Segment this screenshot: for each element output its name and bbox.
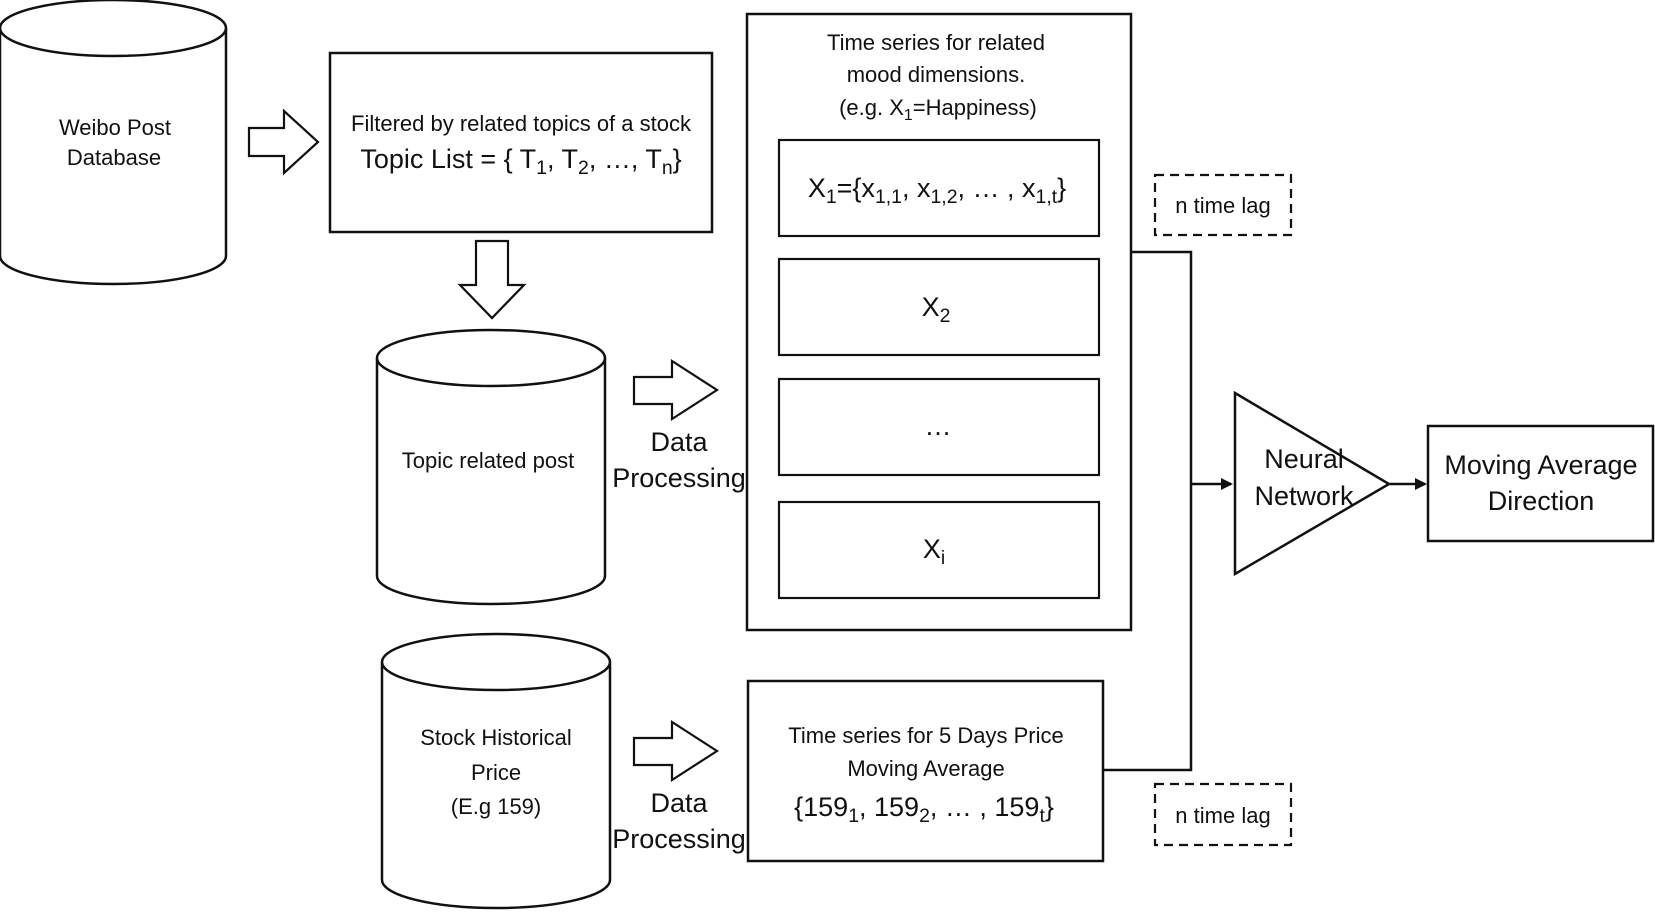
price-box-title-line2: Moving Average <box>847 756 1004 781</box>
data-processing-label-bottom-line1: Data <box>650 788 708 818</box>
neural-network-block: Neural Network <box>1233 390 1392 577</box>
data-processing-label-top-line2: Processing <box>612 463 746 493</box>
data-processing-label-bottom-line2: Processing <box>612 824 746 854</box>
topic-post-cylinder: Topic related post <box>375 328 607 606</box>
time-lag-top: n time lag <box>1153 173 1293 237</box>
topic-list-formula: Topic List = { T1, T2, …, Tn} <box>360 144 681 179</box>
stock-price-label-line2: Price <box>471 760 521 785</box>
data-processing-label-top-line1: Data <box>650 427 708 457</box>
mood-row-ellipsis <box>777 377 1101 477</box>
moving-average-direction-box: Moving Average Direction <box>1426 424 1655 543</box>
topic-post-label: Topic related post <box>402 448 574 473</box>
topic-filter-box: Filtered by related topics of a stock To… <box>328 51 714 234</box>
weibo-database-label-line2: Database <box>67 145 161 170</box>
mood-row-xi <box>777 500 1101 600</box>
mood-panel-example: (e.g. X1=Happiness) <box>839 95 1037 124</box>
hollow-arrow-down-icon <box>457 239 527 320</box>
neural-network-label-line2: Network <box>1254 481 1354 511</box>
mood-panel-title-line1: Time series for related <box>827 30 1045 55</box>
time-lag-bottom-label: n time lag <box>1175 803 1270 828</box>
output-label-line2: Direction <box>1488 486 1595 516</box>
mood-row-x1 <box>777 138 1101 238</box>
topic-filter-description: Filtered by related topics of a stock <box>351 111 692 136</box>
price-moving-average-box: Time series for 5 Days Price Moving Aver… <box>746 679 1105 863</box>
stock-price-label-line1: Stock Historical <box>420 725 572 750</box>
mood-row-x2 <box>777 257 1101 357</box>
hollow-arrow-right-icon <box>632 358 720 422</box>
time-lag-top-label: n time lag <box>1175 193 1270 218</box>
time-lag-bottom: n time lag <box>1153 782 1293 847</box>
mood-time-series-panel: Time series for related mood dimensions.… <box>745 12 1133 632</box>
hollow-arrow-right-icon <box>632 719 720 783</box>
weibo-database-label-line1: Weibo Post <box>59 115 171 140</box>
connector-lines <box>1103 250 1427 772</box>
mood-panel-title-line2: mood dimensions. <box>847 62 1026 87</box>
mood-to-bus-line <box>1103 250 1193 772</box>
output-label-line1: Moving Average <box>1444 450 1637 480</box>
mood-row-x2-label: X2 <box>922 292 951 327</box>
neural-network-label-line1: Neural <box>1264 444 1344 474</box>
price-series-formula: {1591, 1592, … , 159t} <box>794 792 1054 827</box>
hollow-arrow-right-icon <box>247 108 320 176</box>
mood-row-xi-label: Xi <box>923 534 945 569</box>
weibo-database-cylinder: Weibo Post Database <box>0 0 228 286</box>
stock-price-cylinder: Stock Historical Price (E.g 159) <box>380 632 612 910</box>
price-box-title-line1: Time series for 5 Days Price <box>788 723 1063 748</box>
stock-price-label-line3: (E.g 159) <box>451 794 542 819</box>
mood-row-ellipsis-label: … <box>925 411 952 441</box>
mood-row-x1-formula: X1={x1,1, x1,2, … , x1,t} <box>808 173 1066 208</box>
